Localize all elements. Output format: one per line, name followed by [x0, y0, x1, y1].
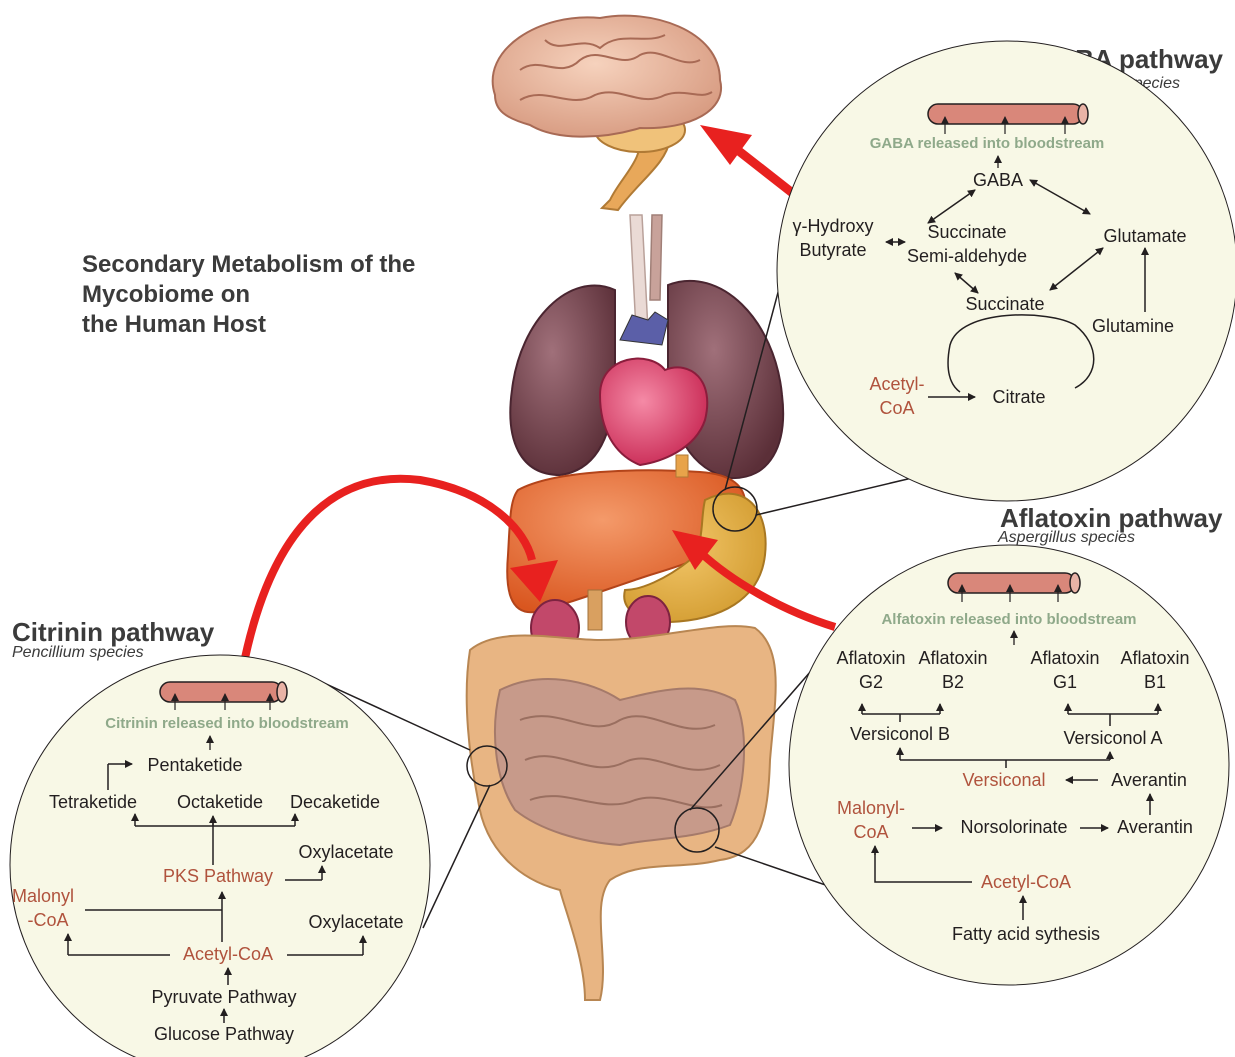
- citrinin-node-pyruvate: Pyruvate Pathway: [151, 987, 296, 1007]
- aflatoxin-node-b1-line1: Aflatoxin: [1120, 648, 1189, 668]
- aflatoxin-panel: Alfatoxin released into bloodstream Afla…: [789, 545, 1229, 985]
- citrinin-node-tetraketide: Tetraketide: [49, 792, 137, 812]
- citrinin-node-oxylacetate-bottom: Oxylacetate: [308, 912, 403, 932]
- aflatoxin-node-norsolorinate: Norsolorinate: [960, 817, 1067, 837]
- gaba-node-hydroxy-1: γ-Hydroxy: [792, 216, 873, 236]
- aflatoxin-release-label: Alfatoxin released into bloodstream: [881, 611, 1136, 628]
- aflatoxin-node-versiconol-b: Versiconol B: [850, 724, 950, 744]
- gaba-node-gaba: GABA: [973, 170, 1023, 190]
- gaba-node-acetyl-1: Acetyl-: [869, 374, 924, 394]
- aflatoxin-node-averantin: Averantin: [1117, 817, 1193, 837]
- intestines: [467, 626, 776, 1000]
- aflatoxin-node-averantin-top: Averantin: [1111, 770, 1187, 790]
- brain: [493, 16, 721, 210]
- aflatoxin-node-malonyl-1: Malonyl-: [837, 798, 905, 818]
- aflatoxin-node-b2-line1: Aflatoxin: [918, 648, 987, 668]
- aflatoxin-node-fatty: Fatty acid sythesis: [952, 924, 1100, 944]
- aflatoxin-node-malonyl-2: CoA: [853, 822, 888, 842]
- citrinin-release-label: Citrinin released into bloodstream: [105, 715, 348, 732]
- gaba-node-ssa-1: Succinate: [927, 222, 1006, 242]
- citrinin-node-pentaketide: Pentaketide: [147, 755, 242, 775]
- citrinin-node-malonyl-2: -CoA: [27, 910, 68, 930]
- aflatoxin-node-g1-line2: G1: [1053, 672, 1077, 692]
- aflatoxin-node-g1-line1: Aflatoxin: [1030, 648, 1099, 668]
- aflatoxin-node-g2-line1: Aflatoxin: [836, 648, 905, 668]
- citrinin-node-acetyl: Acetyl-CoA: [183, 944, 273, 964]
- citrinin-node-glucose: Glucose Pathway: [154, 1024, 294, 1044]
- gaba-panel: GABA released into bloodstream GABA γ-Hy…: [777, 41, 1235, 501]
- citrinin-node-malonyl-1: Malonyl: [12, 886, 74, 906]
- gaba-node-glutamine: Glutamine: [1092, 316, 1174, 336]
- aflatoxin-node-versiconal: Versiconal: [962, 770, 1045, 790]
- citrinin-node-octaketide: Octaketide: [177, 792, 263, 812]
- gaba-node-succinate: Succinate: [965, 294, 1044, 314]
- citrinin-node-decaketide: Decaketide: [290, 792, 380, 812]
- trachea: [630, 215, 662, 330]
- aflatoxin-node-b2-line2: B2: [942, 672, 964, 692]
- citrinin-panel: Citrinin released into bloodstream Penta…: [10, 655, 430, 1057]
- citrinin-node-oxylacetate-top: Oxylacetate: [298, 842, 393, 862]
- gaba-release-label: GABA released into bloodstream: [870, 135, 1105, 152]
- red-arrow-gaba-to-brain: [700, 125, 795, 195]
- aflatoxin-node-acetyl: Acetyl-CoA: [981, 872, 1071, 892]
- gaba-node-citrate: Citrate: [992, 387, 1045, 407]
- citrinin-node-pks: PKS Pathway: [163, 866, 273, 886]
- gaba-node-hydroxy-2: Butyrate: [799, 240, 866, 260]
- gaba-node-glutamate: Glutamate: [1103, 226, 1186, 246]
- gaba-node-acetyl-2: CoA: [879, 398, 914, 418]
- gaba-node-ssa-2: Semi-aldehyde: [907, 246, 1027, 266]
- aflatoxin-node-versiconol-a: Versiconol A: [1063, 728, 1162, 748]
- aflatoxin-node-g2-line2: G2: [859, 672, 883, 692]
- aflatoxin-node-b1-line2: B1: [1144, 672, 1166, 692]
